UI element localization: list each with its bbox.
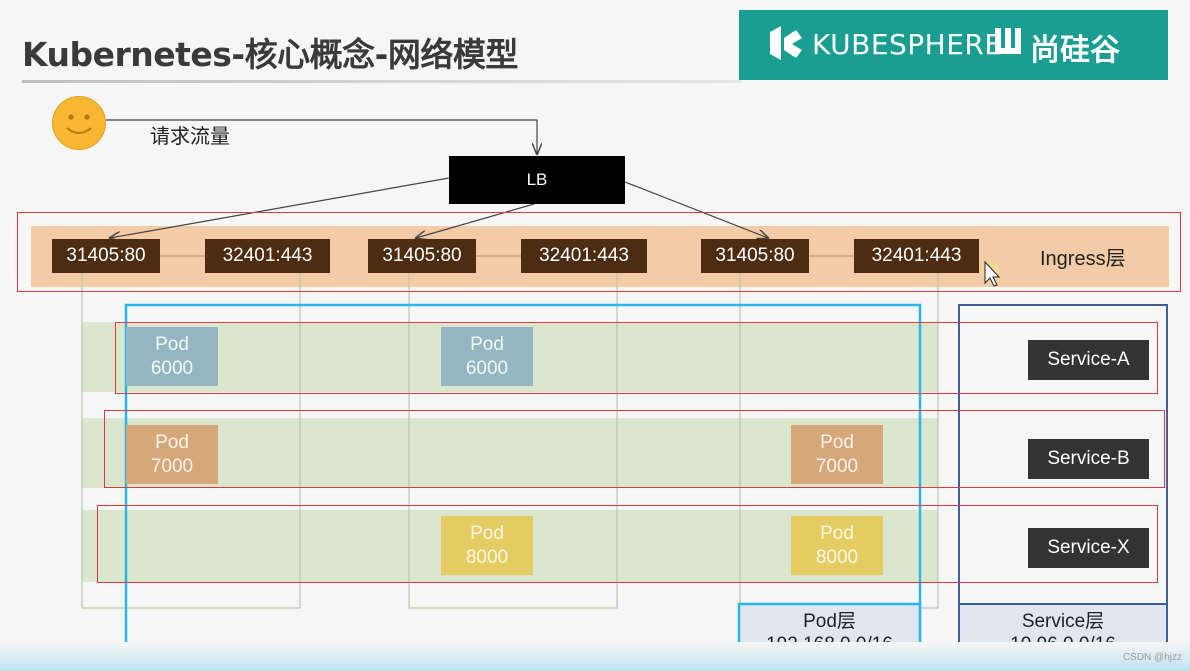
pod-port: 6000 [465, 357, 509, 379]
service-b: Service-B [1028, 439, 1149, 479]
ingress-port: 31405:80 [52, 239, 160, 273]
ingress-layer-label: Ingress层 [1040, 248, 1126, 270]
ingress-port: 32401:443 [521, 239, 647, 273]
slide-title: Kubernetes-核心概念-网络模型 [22, 35, 518, 74]
pod-name: Pod [820, 522, 854, 544]
brand-name: KUBESPHERE [812, 28, 1003, 61]
pod-port: 8000 [465, 546, 509, 568]
brand2-name: 尚硅谷 [1030, 33, 1120, 68]
ingress-port: 32401:443 [854, 239, 979, 273]
pod-port: 7000 [815, 455, 859, 477]
footer-band [0, 642, 1190, 671]
service-layer-title: Service层 [1021, 611, 1105, 632]
service-a: Service-A [1028, 340, 1149, 380]
watermark: CSDN @hjzz [1122, 652, 1182, 663]
pod-x: Pod 8000 [791, 516, 883, 575]
pod-port: 8000 [815, 546, 859, 568]
load-balancer: LB [449, 156, 625, 204]
ingress-highlight [17, 212, 1181, 292]
title-underline [22, 80, 742, 83]
ingress-port: 31405:80 [368, 239, 476, 273]
pod-port: 7000 [150, 455, 194, 477]
pod-name: Pod [470, 333, 504, 355]
pod-name: Pod [820, 431, 854, 453]
pod-a: Pod 6000 [441, 327, 533, 386]
pod-b: Pod 7000 [791, 425, 883, 484]
ingress-port: 31405:80 [701, 239, 809, 273]
brand-banner [739, 10, 1168, 80]
pod-name: Pod [470, 522, 504, 544]
service-a-highlight [115, 322, 1158, 394]
pod-x: Pod 8000 [441, 516, 533, 575]
pod-name: Pod [155, 431, 189, 453]
pod-b: Pod 7000 [126, 425, 218, 484]
pod-port: 6000 [150, 357, 194, 379]
pod-a: Pod 6000 [126, 327, 218, 386]
ingress-port: 32401:443 [205, 239, 330, 273]
service-x: Service-X [1028, 528, 1149, 568]
service-b-highlight [104, 410, 1165, 488]
pod-name: Pod [155, 333, 189, 355]
request-traffic-label: 请求流量 [150, 126, 230, 148]
service-x-highlight [97, 505, 1158, 583]
pod-layer-title: Pod层 [803, 611, 856, 632]
user-smiley-icon [52, 96, 106, 150]
smiley-face-icon [66, 114, 92, 134]
